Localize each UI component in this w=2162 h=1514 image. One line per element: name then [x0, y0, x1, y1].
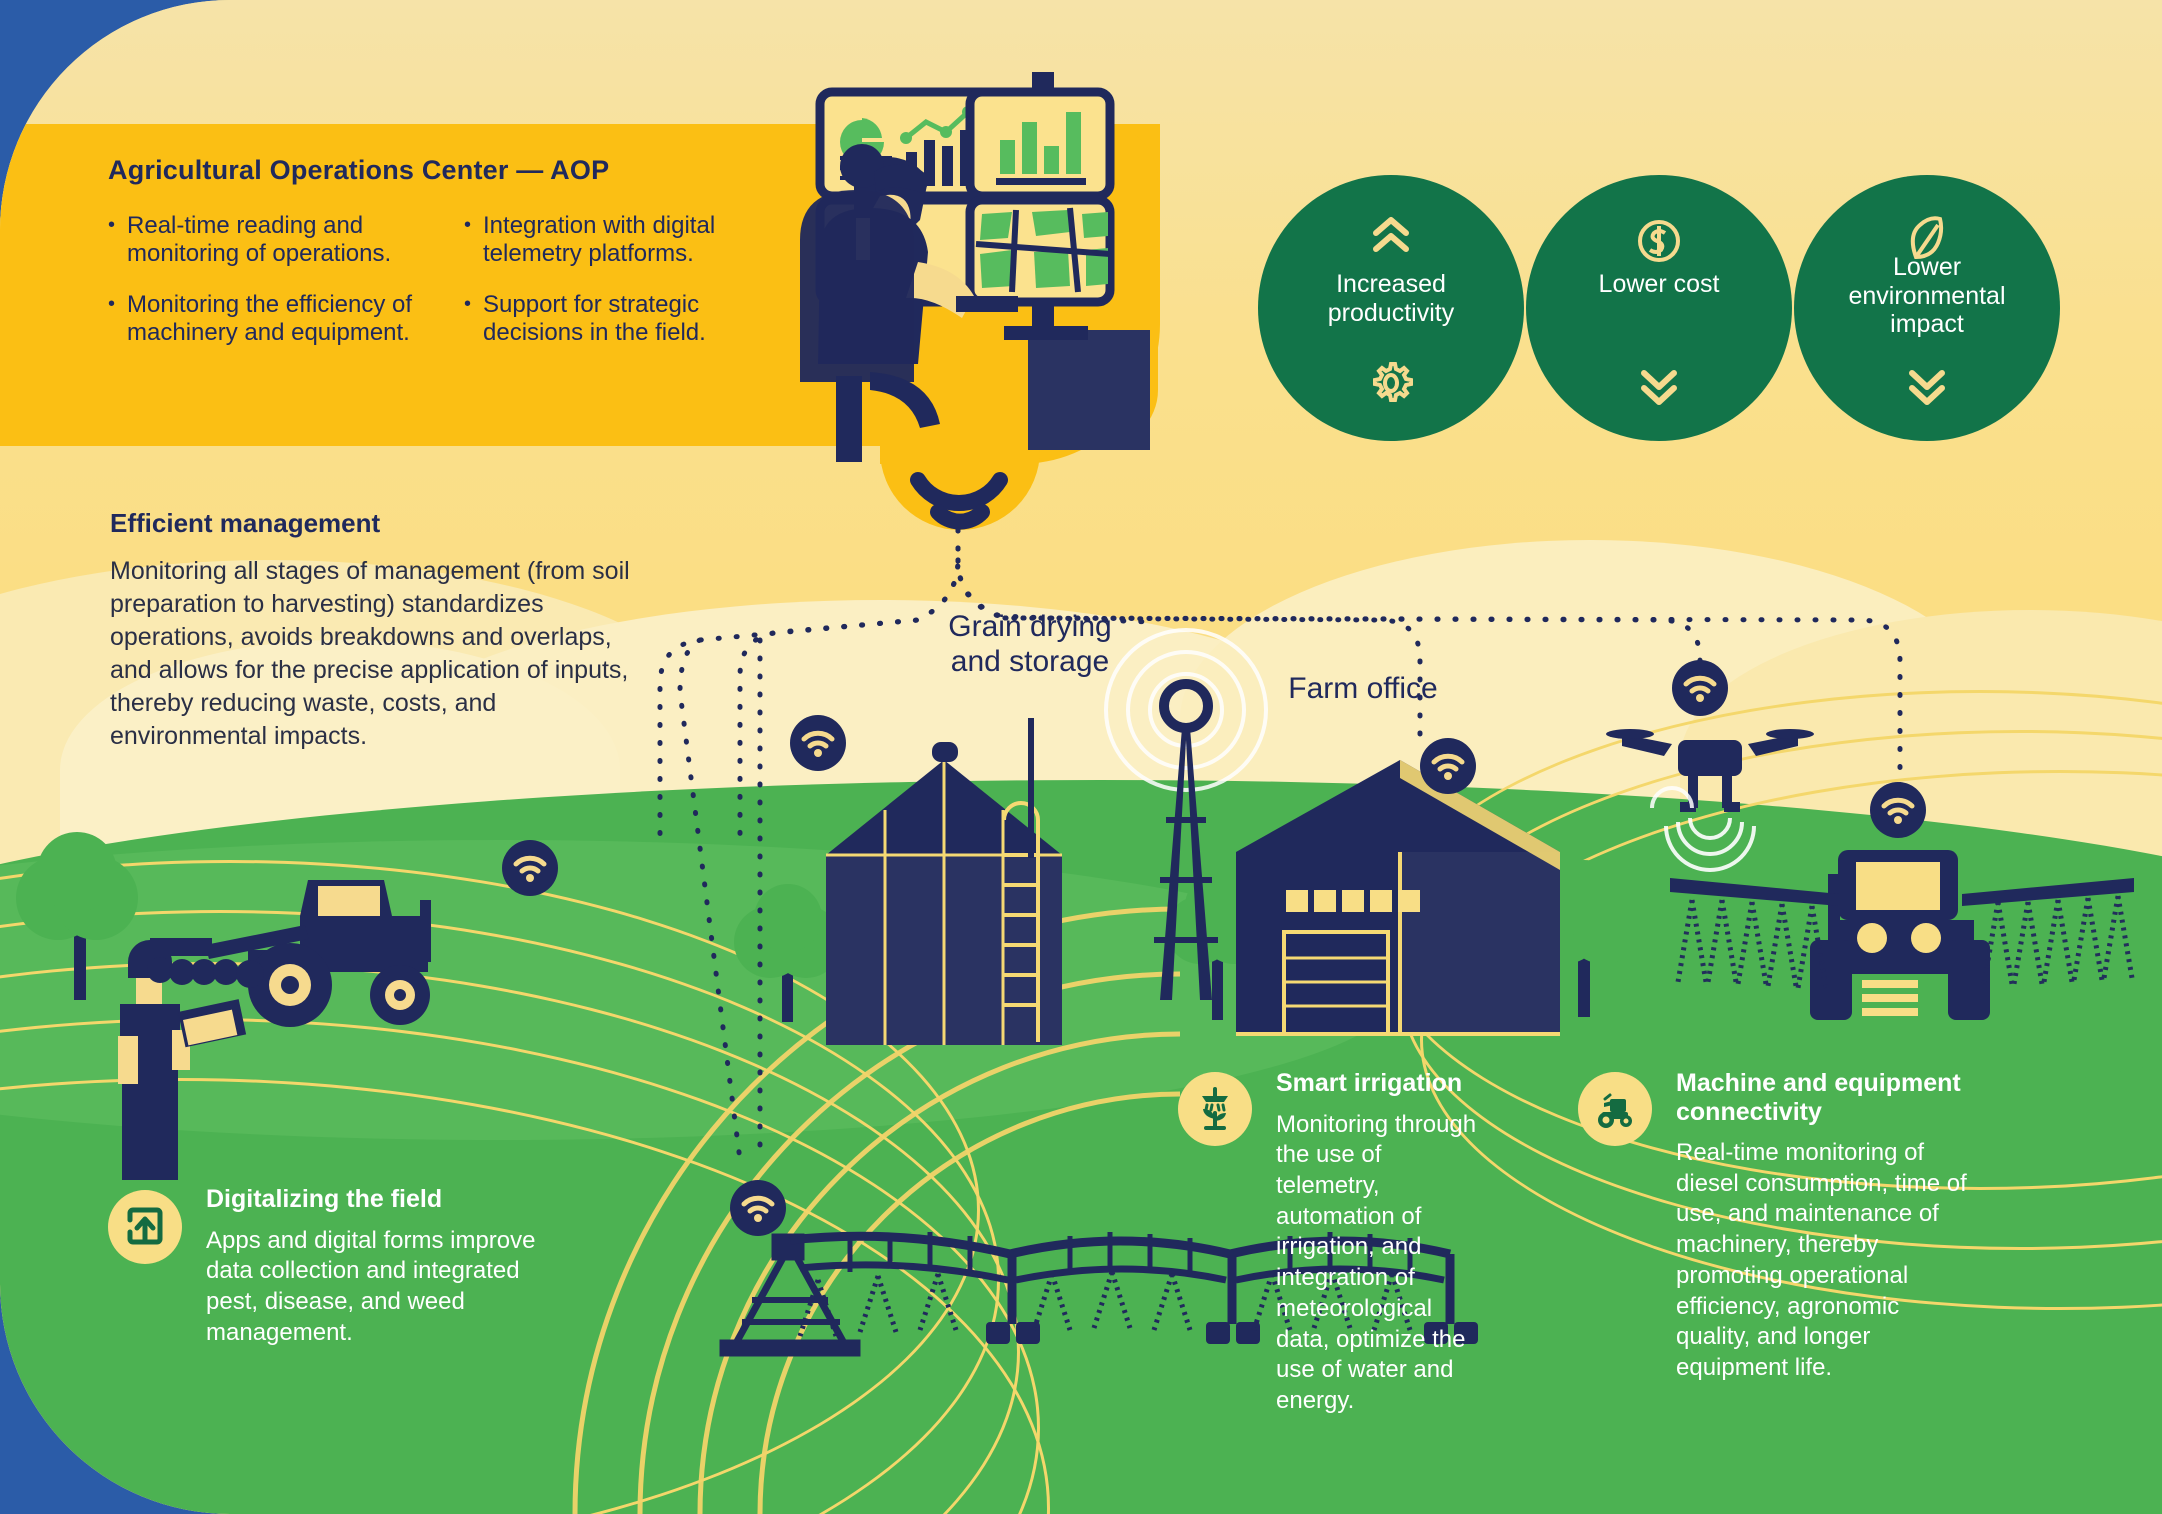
info-machine-and-equipment-connectivity: Machine and equipment connectivity Real-… — [1578, 1069, 1978, 1402]
gear-icon — [1366, 358, 1416, 413]
aop-bullet: • Support for strategic decisions in the… — [464, 291, 798, 348]
info-body: Real-time monitoring of diesel consumpti… — [1676, 1139, 1967, 1382]
aop-bullet-text: Monitoring the efficiency of machinery a… — [127, 290, 413, 346]
bullet-glyph: • — [108, 214, 116, 236]
info-body: Monitoring through the use of telemetry,… — [1276, 1110, 1477, 1414]
wifi-badge-tractor — [502, 840, 558, 896]
aop-title: Agricultural Operations Center — AOP — [108, 155, 610, 185]
benefit-label: Lower cost — [1598, 270, 1720, 298]
double-chevron-down-icon — [1636, 366, 1682, 413]
aop-bullet: • Integration with digital telemetry pla… — [464, 212, 798, 269]
info-smart-irrigation: Smart irrigation Monitoring through the … — [1178, 1069, 1478, 1414]
benefit-lower-cost: Lower cost — [1526, 175, 1792, 441]
aop-bullets-right: • Integration with digital telemetry pla… — [464, 212, 798, 369]
double-chevron-up-icon — [1368, 215, 1414, 260]
wifi-badge-drone — [1672, 660, 1728, 716]
efficient-management-block: Efficient management Monitoring all stag… — [110, 508, 650, 753]
upload-box-icon — [108, 1190, 182, 1264]
leaf-icon — [1904, 215, 1950, 270]
info-title: Smart irrigation — [1276, 1069, 1463, 1097]
aop-bullet-text: Real-time reading and monitoring of oper… — [127, 212, 392, 268]
grain-drying-and-storage-label: Grain drying and storage — [948, 610, 1112, 678]
farm-office-label: Farm office — [1288, 672, 1438, 705]
benefit-label: Increased productivity — [1327, 270, 1455, 327]
benefit-increased-productivity: Increased productivity — [1258, 175, 1524, 441]
info-digitalizing-the-field: Digitalizing the field Apps and digital … — [108, 1185, 535, 1440]
info-title: Digitalizing the field — [206, 1185, 443, 1213]
aop-bullet: • Real-time reading and monitoring of op… — [108, 212, 442, 269]
benefits-group: Increased productivity Lower cost Lowe — [1258, 175, 2088, 445]
sprinkler-plant-icon — [1178, 1072, 1252, 1146]
aop-bullet-columns: • Real-time reading and monitoring of op… — [108, 212, 798, 369]
wifi-badge-sprayer — [1870, 782, 1926, 838]
wifi-badge-pivot — [730, 1180, 786, 1236]
aop-bullet: • Monitoring the efficiency of machinery… — [108, 291, 442, 348]
efficient-management-body: Monitoring all stages of management (fro… — [110, 557, 630, 750]
bullet-glyph: • — [464, 292, 472, 315]
aop-bullets-left: • Real-time reading and monitoring of op… — [108, 212, 442, 369]
benefit-label: Lower environmental impact — [1848, 253, 2006, 338]
wifi-badge-silo — [790, 715, 846, 771]
info-title: Machine and equipment connectivity — [1676, 1069, 1961, 1126]
efficient-management-title: Efficient management — [110, 508, 381, 538]
benefit-lower-environmental-impact: Lower environmental impact — [1794, 175, 2060, 441]
double-chevron-down-icon — [1904, 366, 1950, 413]
bullet-glyph: • — [464, 214, 472, 236]
info-body: Apps and digital forms improve data coll… — [206, 1226, 536, 1346]
wifi-badge-barn — [1420, 738, 1476, 794]
aop-bullet-text: Support for strategic decisions in the f… — [483, 290, 706, 346]
tractor-icon — [1578, 1072, 1652, 1146]
bullet-glyph: • — [108, 292, 116, 315]
dollar-coin-icon — [1633, 215, 1685, 272]
aop-bullet-text: Integration with digital telemetry platf… — [483, 212, 716, 268]
